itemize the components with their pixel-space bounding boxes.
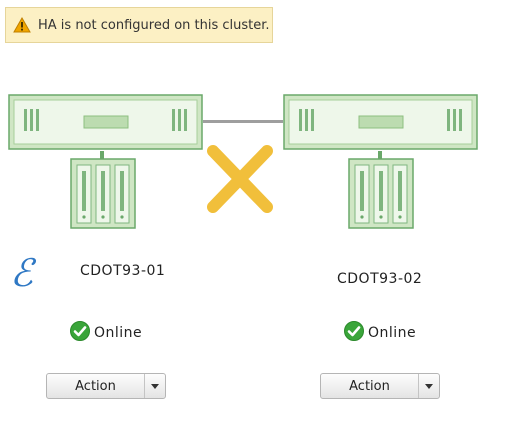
node-name-01: CDOT93-01	[80, 263, 166, 279]
cluster-interconnect-line	[203, 120, 283, 123]
warning-message: HA is not configured on this cluster.	[38, 17, 270, 33]
action-button-label: Action	[75, 378, 116, 394]
action-button-02[interactable]: Action	[320, 373, 440, 399]
action-button-label: Action	[349, 378, 390, 394]
node-name-02: CDOT93-02	[337, 271, 423, 287]
node-status-text-02: Online	[368, 325, 417, 341]
disk-shelf-02	[348, 151, 414, 229]
chevron-down-icon[interactable]	[418, 374, 439, 398]
warning-banner: HA is not configured on this cluster.	[5, 7, 273, 43]
chevron-down-icon[interactable]	[144, 374, 165, 398]
warning-icon	[13, 17, 31, 33]
epsilon-icon: ℰ	[10, 251, 34, 295]
check-circle-icon	[344, 321, 364, 345]
disk-shelf-01	[70, 151, 136, 229]
node-status-01: Online	[70, 321, 142, 345]
controller-chassis-02	[283, 94, 478, 150]
x-mark-icon	[203, 143, 277, 215]
controller-chassis-01	[8, 94, 203, 150]
action-button-01[interactable]: Action	[46, 373, 166, 399]
check-circle-icon	[70, 321, 90, 345]
node-status-text-01: Online	[94, 325, 143, 341]
node-status-02: Online	[344, 321, 416, 345]
